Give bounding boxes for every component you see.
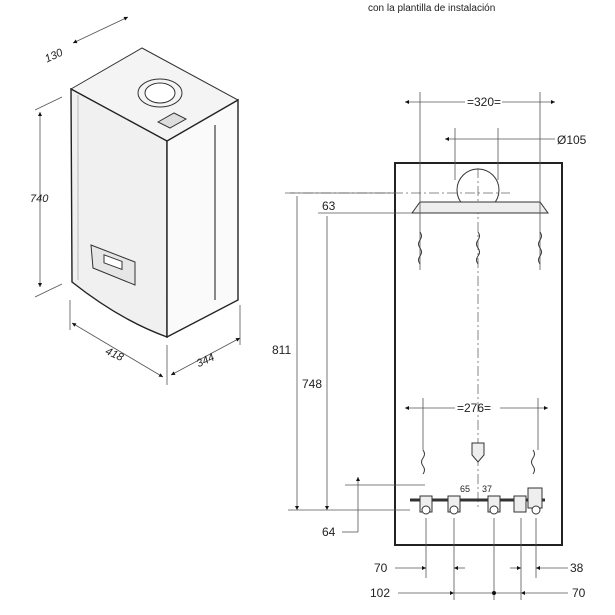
dim-320: =320=	[467, 95, 501, 109]
dim-276: =276=	[457, 401, 491, 415]
template-dimensions: =320= Ø105 63 811 748 =276= 65 37 64 70 …	[272, 95, 587, 600]
dim-64: 64	[322, 525, 336, 539]
dim-70-left: 70	[374, 561, 388, 575]
boiler-isometric	[69, 47, 240, 339]
dim-740: 740	[30, 193, 49, 205]
dim-748: 748	[302, 377, 322, 391]
dim-63: 63	[322, 199, 336, 213]
dim-37: 37	[482, 484, 492, 494]
dim-811: 811	[272, 343, 291, 357]
dim-344: 344	[195, 352, 217, 371]
installation-template	[285, 92, 563, 546]
dim-flue-105: Ø105	[557, 133, 587, 147]
dim-65: 65	[460, 484, 470, 494]
caption: con la plantilla de instalación	[368, 3, 495, 14]
dim-70-right: 70	[572, 586, 586, 600]
dim-418: 418	[103, 345, 126, 364]
dim-130: 130	[43, 46, 66, 65]
dim-38: 38	[570, 561, 584, 575]
dim-102: 102	[370, 586, 390, 600]
